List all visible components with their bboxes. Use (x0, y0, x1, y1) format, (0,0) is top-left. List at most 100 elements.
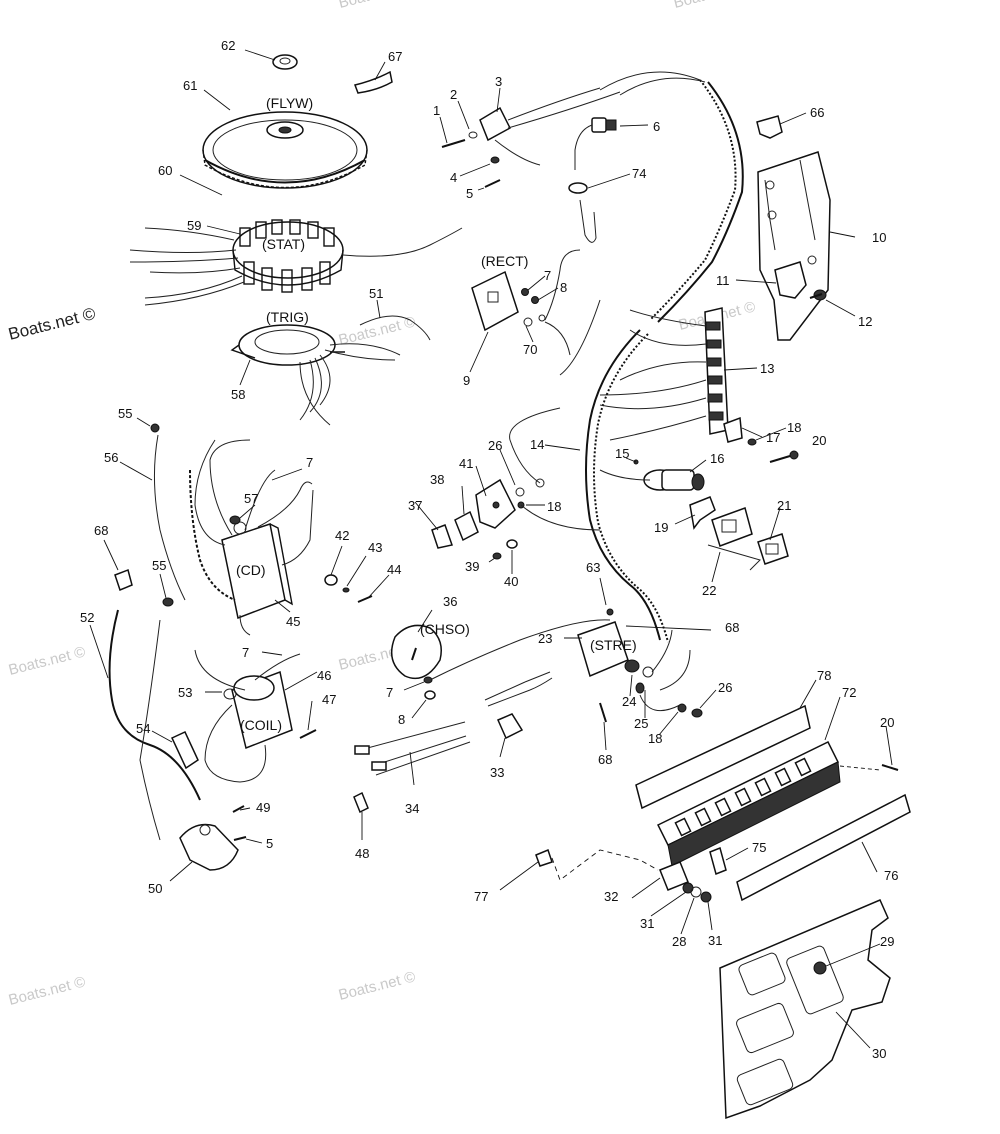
callout: 68 (94, 523, 108, 538)
callout: 68 (598, 752, 612, 767)
strip-clip (709, 846, 727, 876)
callout: 37 (408, 498, 422, 513)
callout: 47 (322, 692, 336, 707)
callout: 72 (842, 685, 856, 700)
callout: 29 (880, 934, 894, 949)
callout: 76 (884, 868, 898, 883)
callout: 5 (266, 836, 273, 851)
callout: 53 (178, 685, 192, 700)
terminal-plate (431, 407, 601, 549)
callout: 5 (466, 186, 473, 201)
wire-clamp (774, 261, 807, 299)
lead-wires (354, 671, 553, 776)
callout: 20 (880, 715, 894, 730)
callout-numbers: 62 67 61 60 59 51 58 1 2 3 4 5 6 74 66 1… (80, 38, 898, 1061)
callout: 46 (317, 668, 331, 683)
callout: 26 (488, 438, 502, 453)
caption-trig: (TRIG) (266, 309, 309, 325)
callout: 31 (640, 916, 654, 931)
screw (881, 764, 899, 771)
callout: 40 (504, 574, 518, 589)
nut (677, 703, 687, 713)
callout: 6 (653, 119, 660, 134)
stator (129, 219, 463, 306)
flywheel-nut (272, 54, 298, 70)
choke-solenoid (390, 619, 611, 681)
callout: 1 (433, 103, 440, 118)
terminal-block (656, 741, 841, 867)
callout: 67 (388, 49, 402, 64)
caption-rect: (RECT) (481, 253, 528, 269)
callout: 15 (615, 446, 629, 461)
callout: 28 (672, 934, 686, 949)
flywheel-key (354, 70, 393, 94)
cd-screw (229, 515, 241, 525)
callout: 9 (463, 373, 470, 388)
callout: 4 (450, 170, 457, 185)
callout: 36 (443, 594, 457, 609)
callout: 32 (604, 889, 618, 904)
callout: 78 (817, 668, 831, 683)
clip (756, 115, 783, 139)
trigger-jumper-wire (359, 315, 431, 341)
callout: 55 (152, 558, 166, 573)
callout: 12 (858, 314, 872, 329)
callout: 58 (231, 387, 245, 402)
callout: 45 (286, 614, 300, 629)
callout: 57 (244, 491, 258, 506)
nut (423, 676, 433, 684)
callout: 2 (450, 87, 457, 102)
cd-module (189, 439, 314, 636)
terminal-strip-hardware (723, 416, 799, 463)
callout: 39 (465, 559, 479, 574)
callout: 7 (544, 268, 551, 283)
terminal (353, 791, 369, 814)
switch-plate (707, 507, 789, 571)
loop-wire (568, 182, 597, 243)
callout: 14 (530, 437, 544, 452)
callout: 8 (398, 712, 405, 727)
callout: 30 (872, 1046, 886, 1061)
watermark: Boats.net © (672, 0, 752, 12)
cd-hardware (324, 574, 373, 603)
bracket-screw (809, 289, 827, 301)
callout: 18 (547, 499, 561, 514)
caption-chso: (CHSO) (420, 621, 470, 637)
terminal-strip (599, 307, 729, 441)
watermark: Boats.net © (337, 0, 417, 12)
starter-relay (577, 608, 691, 712)
watermark: Boats.net © (7, 973, 87, 1009)
caption-flyw: (FLYW) (266, 95, 313, 111)
callout: 8 (560, 280, 567, 295)
callout: 31 (708, 933, 722, 948)
callout: 44 (387, 562, 401, 577)
callout: 22 (702, 583, 716, 598)
callout: 74 (632, 166, 646, 181)
callout: 33 (490, 765, 504, 780)
callout: 18 (787, 420, 801, 435)
callout: 63 (586, 560, 600, 575)
callout: 25 (634, 716, 648, 731)
callout: 7 (242, 645, 249, 660)
fuse-holder (659, 861, 712, 903)
callout: 52 (80, 610, 94, 625)
callout: 56 (104, 450, 118, 465)
callout: 55 (118, 406, 132, 421)
callout: 10 (872, 230, 886, 245)
terminal-block-assembly (441, 87, 621, 188)
leader-lines (89, 49, 893, 1049)
callout: 43 (368, 540, 382, 555)
callout: 20 (812, 433, 826, 448)
nut (691, 708, 703, 718)
safety-switch (179, 805, 247, 871)
callout: 24 (622, 694, 636, 709)
callout: 3 (495, 74, 502, 89)
caption-stat: (STAT) (262, 236, 305, 252)
insulator-strip (635, 704, 811, 810)
callout: 59 (187, 218, 201, 233)
main-harness-lower (585, 329, 661, 641)
watermark: Boats.net © (337, 968, 417, 1004)
main-harness-upper (649, 79, 737, 321)
screw (599, 702, 607, 723)
